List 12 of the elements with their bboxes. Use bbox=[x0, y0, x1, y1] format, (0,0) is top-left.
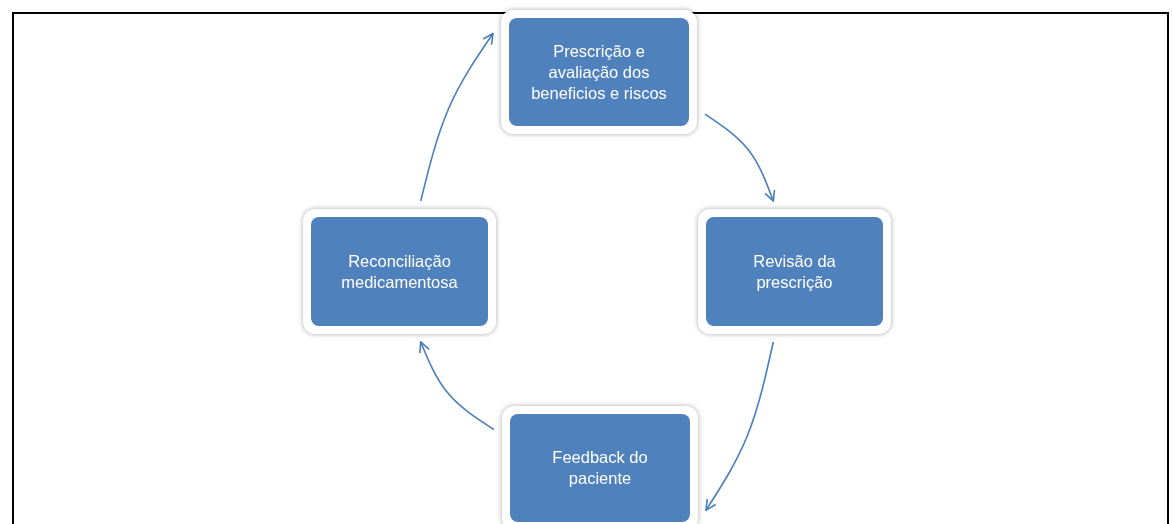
process-box bbox=[698, 209, 891, 334]
arrow bbox=[704, 113, 776, 202]
box-label: Revisão da prescrição bbox=[752, 250, 837, 293]
box-label: Prescrição e avaliação dos beneficios e riscos bbox=[530, 40, 668, 104]
process-box bbox=[502, 406, 698, 524]
process-box bbox=[501, 10, 697, 134]
arrow bbox=[419, 32, 494, 202]
box-label: Feedback do paciente bbox=[551, 447, 649, 489]
arrow bbox=[419, 341, 495, 431]
arrow bbox=[705, 341, 775, 511]
process-box bbox=[303, 209, 496, 334]
box-label: Reconciliação medicamentosa bbox=[340, 250, 459, 293]
